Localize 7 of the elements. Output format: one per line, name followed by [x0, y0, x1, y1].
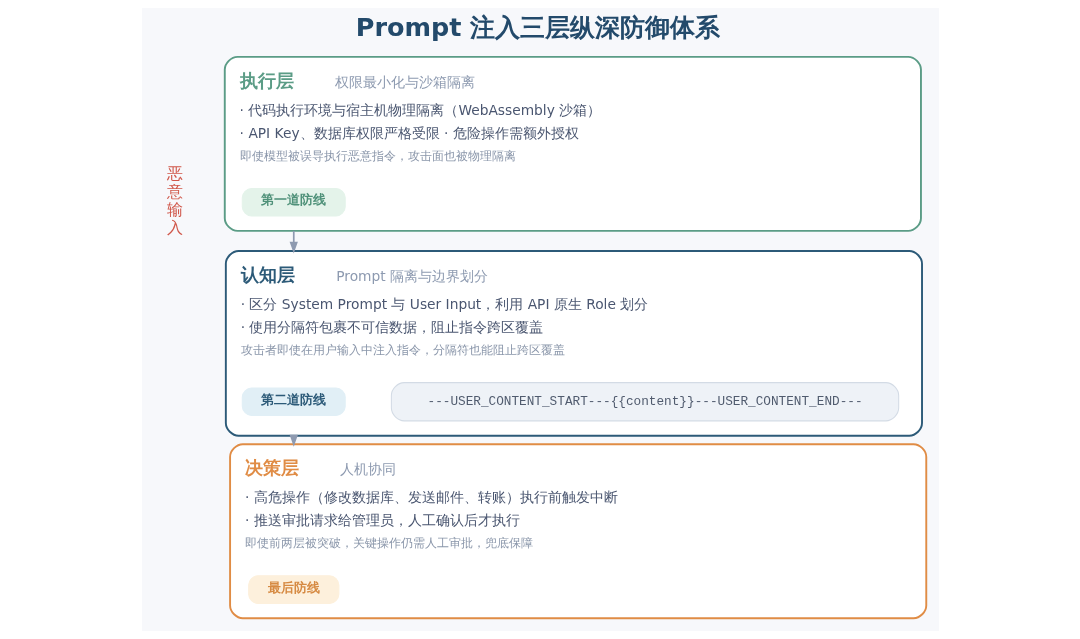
- node-box: 最后防线: [247, 575, 339, 604]
- node-box: ---USER_CONTENT_START---{{content}}---USER_CONTENT_END---: [390, 382, 899, 422]
- diagram-title: Prompt 注入三层纵深防御体系: [355, 11, 720, 42]
- arrow: [289, 230, 298, 254]
- node-box: 第二道防线: [241, 387, 346, 417]
- node-box: 第一道防线: [241, 187, 346, 217]
- label: 恶意输入: [166, 163, 183, 238]
